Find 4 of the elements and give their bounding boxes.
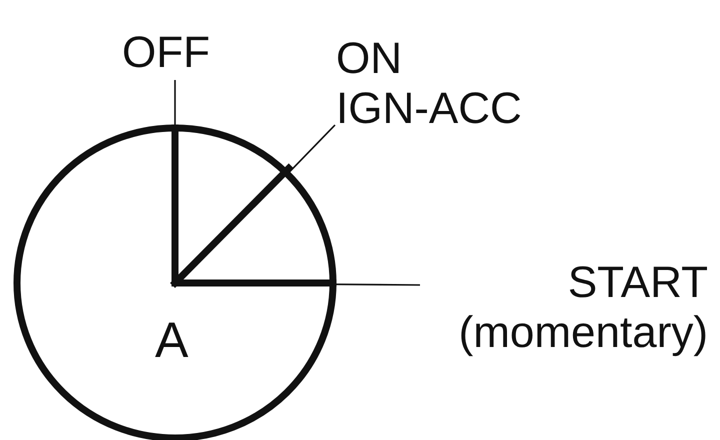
switch-position-label: ON IGN-ACC — [336, 34, 523, 134]
position-letter: A — [155, 315, 188, 365]
switch-position-label: OFF — [122, 28, 211, 78]
switch-position-label: START (momentary) — [458, 258, 708, 358]
